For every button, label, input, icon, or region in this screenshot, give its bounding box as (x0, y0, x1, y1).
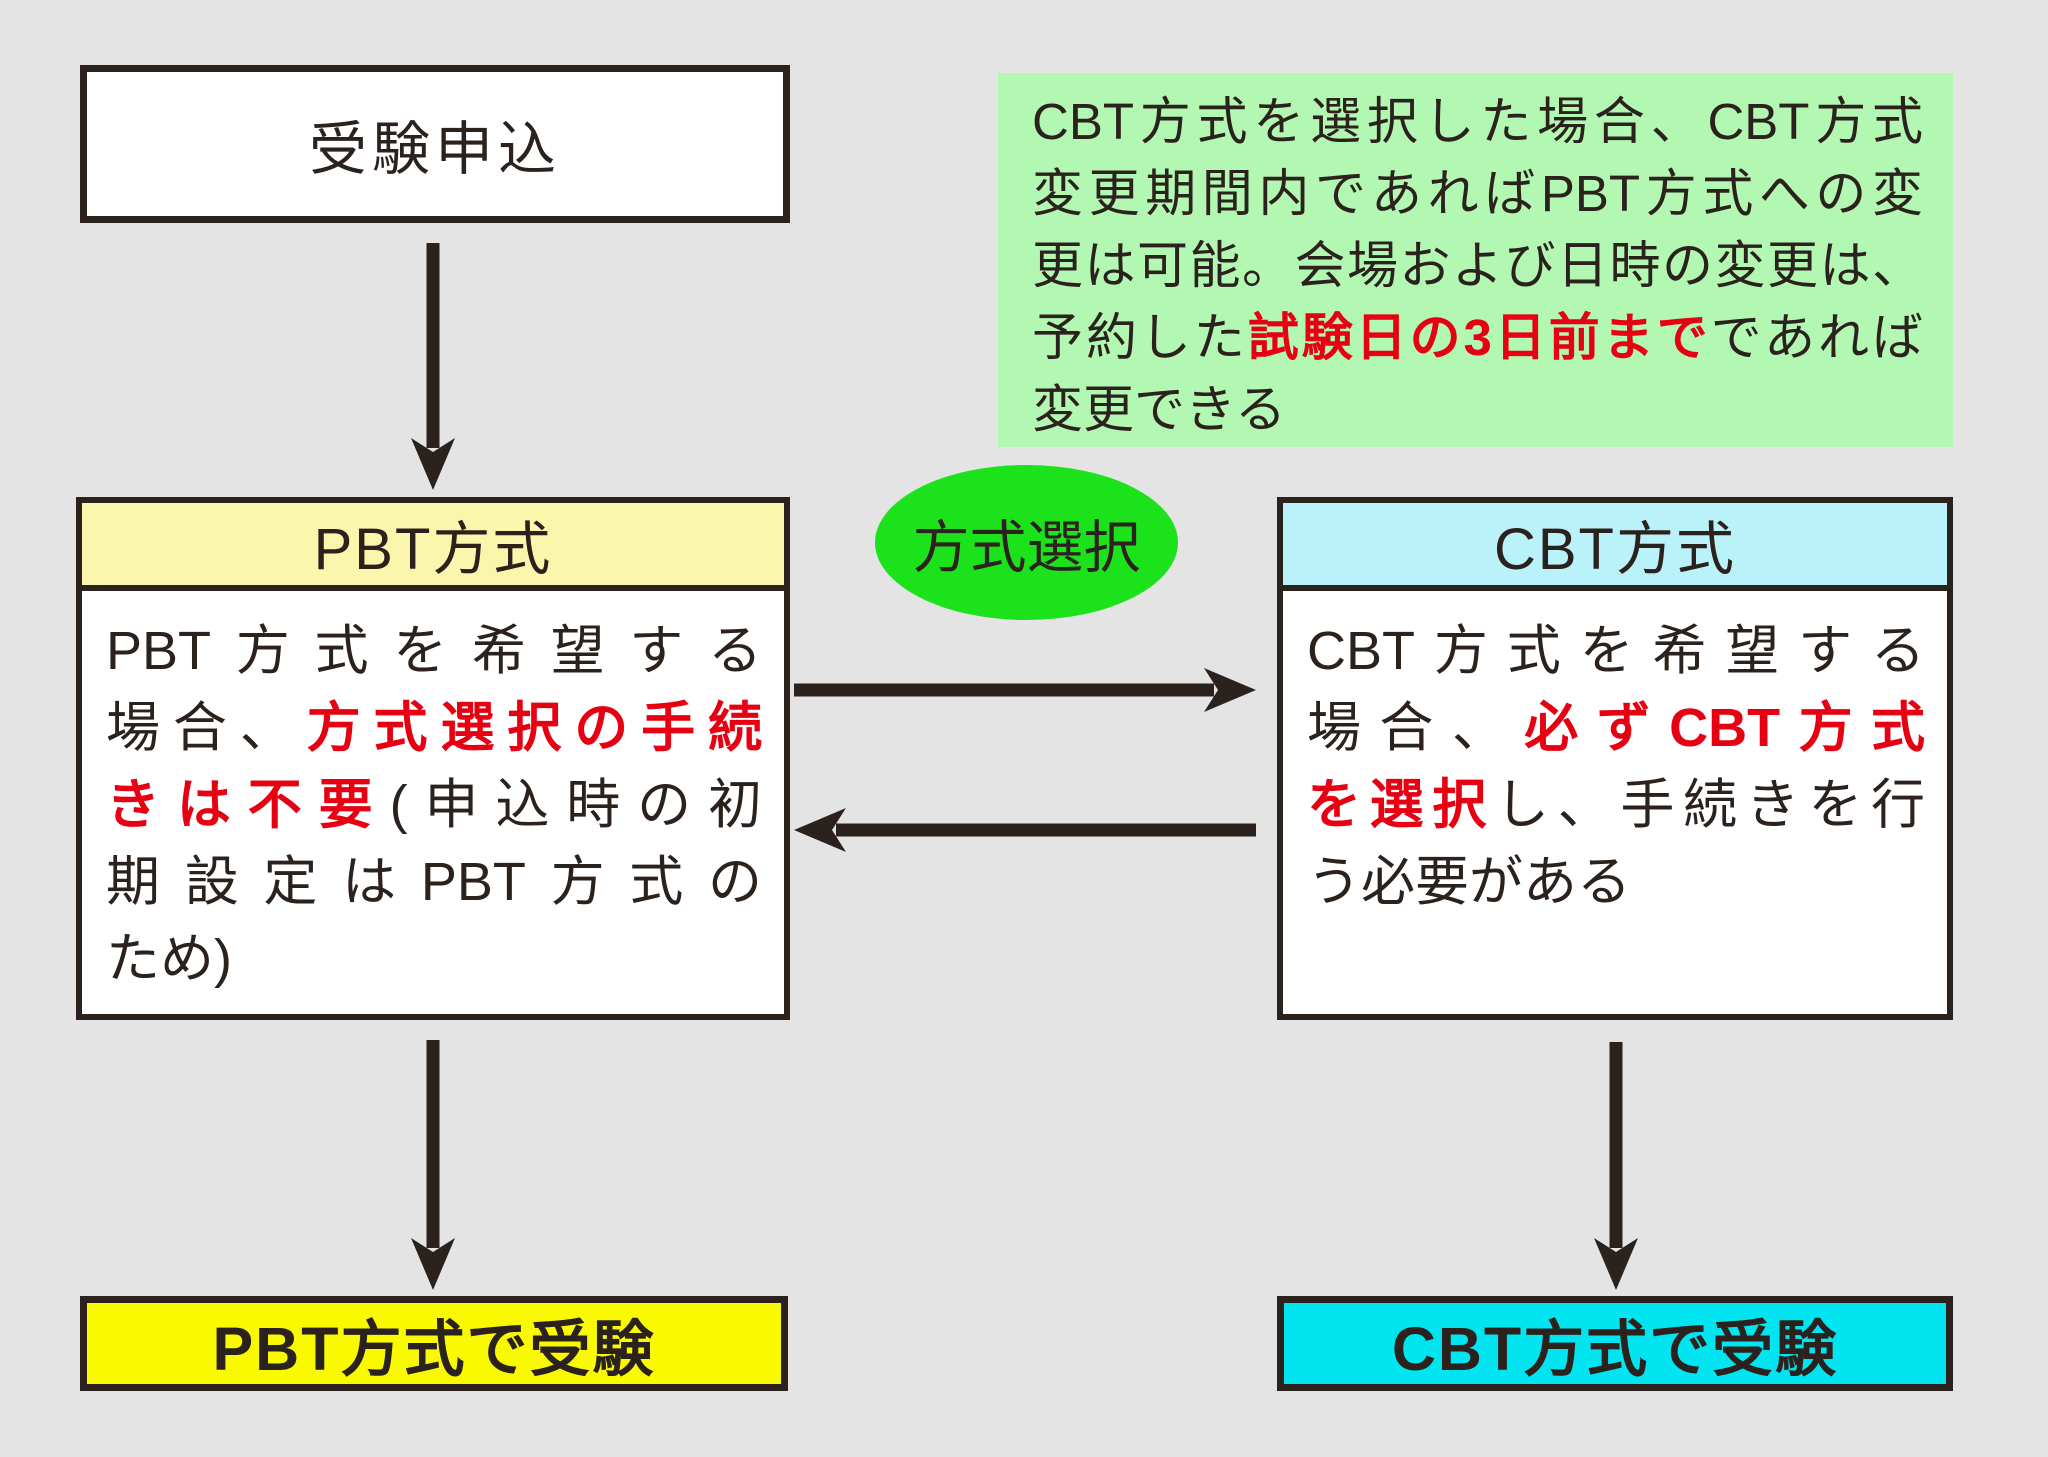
emphasis-red-text: 方式選択の手続 (306, 698, 763, 758)
text-line: ため) (106, 921, 762, 998)
cbt-result-label: CBT方式で受験 (1391, 1315, 1839, 1383)
pbt-result-box: PBT方式で受験 (80, 1296, 788, 1391)
text-line: 変更期間内であればPBT方式への変 (1032, 158, 1923, 230)
text-line: 場合、必ずCBT方式 (1307, 690, 1925, 767)
text-segment: CBT方式を希望する (1307, 621, 1925, 681)
text-segment: 予約した (1032, 309, 1248, 366)
emphasis-red-text: を選択 (1307, 775, 1495, 835)
text-line: CBT方式を希望する (1307, 613, 1925, 690)
arrow-cbt-to-result (1591, 1042, 1641, 1290)
pbt-result-label: PBT方式で受験 (212, 1315, 656, 1383)
emphasis-red-text: 必ずCBT方式 (1524, 698, 1925, 758)
text-segment: 変更期間内であればPBT方式への変 (1032, 165, 1923, 222)
pbt-method-body: PBT方式を希望する場合、方式選択の手続きは不要(申込時の初期設定はPBT方式の… (82, 591, 784, 998)
text-segment: (申込時の初 (389, 775, 762, 835)
text-line: を選択し、手続きを行 (1307, 767, 1925, 844)
cbt-method-box: CBT方式 CBT方式を希望する場合、必ずCBT方式を選択し、手続きを行う必要が… (1277, 497, 1953, 1020)
method-selection-ellipse: 方式選択 (875, 465, 1178, 620)
text-segment: 場合、 (106, 698, 307, 758)
arrow-cbt-to-pbt (794, 805, 1256, 855)
cbt-change-note: CBT方式を選択した場合、CBT方式変更期間内であればPBT方式への変更は可能。… (998, 73, 1953, 447)
text-line: きは不要(申込時の初 (106, 767, 762, 844)
arrow-pbt-to-result (408, 1040, 458, 1290)
cbt-method-header: CBT方式 (1283, 503, 1947, 591)
cbt-result-box: CBT方式で受験 (1277, 1296, 1953, 1391)
emphasis-red-text: きは不要 (106, 775, 390, 835)
text-segment: 期設定はPBT方式の (106, 852, 762, 912)
text-segment: 場合、 (1307, 698, 1525, 758)
arrow-application-to-pbt (408, 243, 458, 490)
application-box: 受験申込 (80, 65, 790, 223)
text-segment: し、手続きを行 (1495, 775, 1925, 835)
pbt-method-header-label: PBT方式 (313, 517, 553, 582)
text-line: 予約した試験日の3日前までであれば (1032, 302, 1923, 374)
text-segment: う必要がある (1307, 852, 1631, 912)
text-segment: ため) (106, 929, 232, 989)
text-segment: であれば (1710, 309, 1923, 366)
text-segment: CBT方式を選択した場合、CBT方式 (1032, 93, 1923, 150)
pbt-method-box: PBT方式 PBT方式を希望する場合、方式選択の手続きは不要(申込時の初期設定は… (76, 497, 790, 1020)
text-line: 更は可能。会場および日時の変更は、 (1032, 230, 1923, 302)
emphasis-red-text: 試験日の3日前まで (1247, 309, 1711, 366)
text-line: CBT方式を選択した場合、CBT方式 (1032, 86, 1923, 158)
text-line: う必要がある (1307, 844, 1925, 921)
arrow-pbt-to-cbt (794, 665, 1256, 715)
pbt-method-header: PBT方式 (82, 503, 784, 591)
cbt-method-body: CBT方式を希望する場合、必ずCBT方式を選択し、手続きを行う必要がある (1283, 591, 1947, 921)
text-line: 変更できる (1032, 374, 1923, 446)
text-segment: 更は可能。会場および日時の変更は、 (1032, 237, 1923, 294)
text-line: 場合、方式選択の手続 (106, 690, 762, 767)
text-line: PBT方式を希望する (106, 613, 762, 690)
text-line: 期設定はPBT方式の (106, 844, 762, 921)
text-segment: PBT方式を希望する (106, 621, 762, 681)
text-segment: 変更できる (1032, 381, 1286, 438)
application-box-label: 受験申込 (308, 117, 561, 182)
cbt-method-header-label: CBT方式 (1493, 517, 1736, 582)
method-selection-label: 方式選択 (912, 515, 1141, 580)
